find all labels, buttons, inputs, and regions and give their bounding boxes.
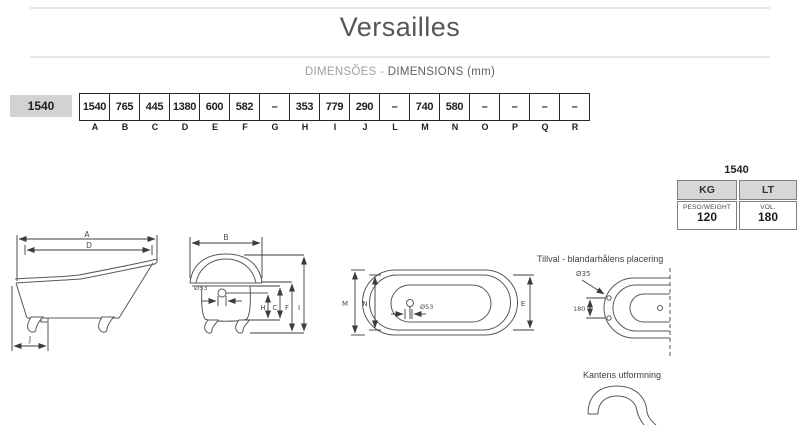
dim-label-c: C [273, 304, 278, 312]
dims-cell-f: 582 [229, 94, 259, 120]
top-divider [30, 7, 770, 9]
edge-profile-drawing [587, 385, 657, 426]
dims-cell-l: – [379, 94, 409, 120]
dim-label-j: J [28, 335, 31, 344]
dims-cell-j: 290 [349, 94, 379, 120]
spec-header-lt: LT [739, 180, 797, 200]
dims-cell-m: 740 [409, 94, 439, 120]
side-view-drawing: A D J [11, 231, 158, 351]
dim-letter-b: B [121, 122, 129, 132]
dims-cell-o: – [469, 94, 499, 120]
dims-cell-i: 779 [319, 94, 349, 120]
dim-letter-h: H [301, 122, 309, 132]
spec-table-model: 1540 [724, 164, 749, 176]
model-row-label: 1540 [10, 95, 72, 117]
dim-letter-d: D [181, 122, 189, 132]
page-title: Versailles [339, 12, 461, 42]
dimensions-header-en: DIMENSIONS (mm) [387, 66, 496, 78]
end-view-drawing: B Ø53 H C F I [189, 233, 307, 334]
dimensions-header-pt: DIMENSÕES - [304, 66, 388, 78]
dims-cell-c: 445 [139, 94, 169, 120]
dims-cell-g: – [259, 94, 289, 120]
dim-letter-a: A [91, 122, 99, 132]
dims-cell-n: 580 [439, 94, 469, 120]
dim-letter-m: M [421, 122, 429, 132]
dims-cell-q: – [529, 94, 559, 120]
title-divider [30, 56, 770, 58]
dim-letter-q: Q [541, 122, 549, 132]
dims-cell-p: – [499, 94, 529, 120]
dims-cell-a: 1540 [82, 101, 107, 113]
dimension-letters-row: A B C D E F G H I J L M N O P Q R [80, 122, 590, 132]
drain-diameter-label-top: Ø53 [420, 303, 433, 311]
edge-profile-title: Kantens utformning [583, 370, 662, 380]
faucet-hole-spacing-label: 180 [573, 305, 585, 313]
faucet-hole-diameter-label: Ø35 [576, 270, 590, 278]
spec-volume-sublabel: VOL. [760, 204, 776, 211]
spec-weight-value: 120 [696, 210, 718, 224]
dim-label-m: M [342, 300, 348, 308]
dim-letter-n: N [451, 122, 459, 132]
spec-cell-volume: VOL. 180 [739, 201, 797, 230]
faucet-placement-title: Tillval - blandarhålens placering [537, 254, 664, 264]
spec-cell-weight: PESO/WEIGHT 120 [677, 201, 737, 230]
dimensions-table: 1540 765 445 1380 600 582 – 353 779 290 … [79, 93, 590, 121]
dim-label-f: F [285, 304, 289, 312]
dim-label-n: N [362, 300, 367, 308]
dims-cell-h: 353 [289, 94, 319, 120]
faucet-placement-drawing: Ø35 180 [573, 268, 671, 356]
dim-label-d: D [86, 241, 92, 250]
dim-label-i: I [298, 304, 300, 312]
dim-label-h: H [260, 304, 265, 312]
spec-weight-sublabel: PESO/WEIGHT [682, 204, 732, 211]
dims-cell-d: 1380 [169, 94, 199, 120]
dim-label-b: B [223, 233, 228, 242]
dimensions-section-header: DIMENSÕES - DIMENSIONS (mm) [0, 66, 800, 78]
dim-label-a: A [84, 231, 90, 239]
spec-volume-value: 180 [757, 210, 779, 224]
dims-cell-e: 600 [199, 94, 229, 120]
dim-letter-o: O [481, 122, 489, 132]
dim-letter-p: P [511, 122, 518, 132]
dim-letter-i: I [333, 122, 337, 132]
dim-label-e: E [521, 300, 525, 308]
top-view-drawing: M N E Ø53 [342, 269, 534, 336]
dim-letter-j: J [362, 122, 368, 132]
spec-header-kg: KG [677, 180, 737, 200]
dim-letter-c: C [151, 122, 159, 132]
dim-letter-e: E [211, 122, 218, 132]
dim-letter-g: G [271, 122, 279, 132]
drain-diameter-label: Ø53 [194, 284, 207, 292]
dims-cell-r: – [559, 94, 589, 120]
dim-letter-r: R [571, 122, 579, 132]
dim-letter-l: L [392, 122, 398, 132]
dim-letter-f: F [242, 122, 248, 132]
dims-cell-b: 765 [109, 94, 139, 120]
